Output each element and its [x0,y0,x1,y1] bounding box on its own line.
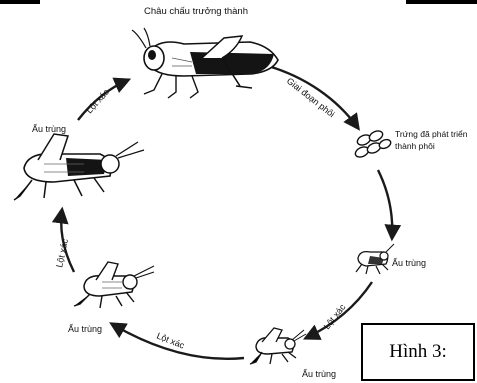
nymph-lower-left-icon [74,262,154,308]
nymph-bottom-label: Ấu trùng [302,369,336,379]
nymph-right-label: Ấu trùng [392,258,426,268]
nymph-left-icon [14,134,144,200]
nymph-lower-left-label: Ấu trùng [68,324,102,334]
eggs-label-line2: thành phôi [395,141,435,151]
arrow-eggs-to-nymph [378,170,392,238]
molt-arrow-label-top-left: Lột xác [84,87,111,116]
molt-arrow-label-left: Lột xác [54,237,70,268]
figure-label-box: Hình 3: [361,323,475,381]
figure-label: Hình 3: [389,341,447,363]
nymph-left-label: Ấu trùng [32,124,66,134]
adult-grasshopper-icon [132,28,278,98]
eggs-label-line1: Trứng đã phát triển [395,129,468,139]
embryo-eggs-icon [354,129,392,159]
adult-label: Châu chấu trưởng thành [144,6,248,17]
nymph-bottom-icon [250,328,306,364]
nymph-right-icon [356,244,394,274]
molt-arrow-label-right: Lột xác [322,302,348,331]
